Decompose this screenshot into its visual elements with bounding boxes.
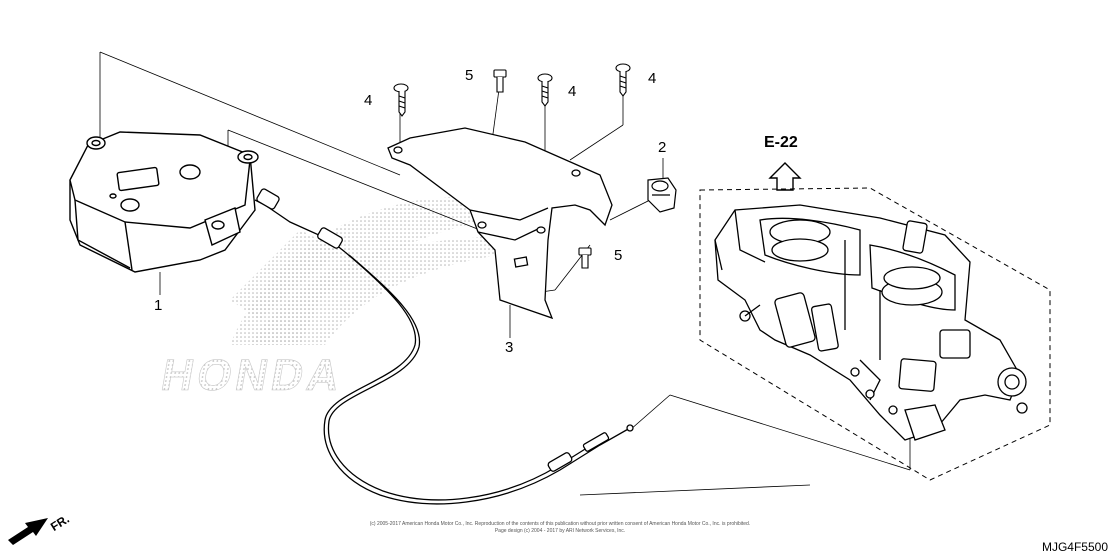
diagram-code: MJG4F5500	[1041, 540, 1108, 554]
callout-part-3: 3	[505, 339, 514, 356]
honda-watermark-text: HONDA	[157, 351, 347, 400]
bracket-part-3	[387, 127, 613, 320]
callout-part-4-left: 4	[364, 92, 373, 109]
callout-part-4-right: 4	[648, 70, 657, 87]
reference-label[interactable]: E-22	[764, 134, 798, 151]
throttle-body	[714, 204, 1028, 441]
reference-arrow	[768, 162, 802, 191]
throttle-body-dashed-outline	[699, 187, 1051, 481]
control-unit-part-1	[69, 131, 259, 273]
callout-part-2: 2	[658, 139, 667, 156]
callout-part-5-bottom: 5	[614, 247, 623, 264]
callout-part-5-top: 5	[465, 67, 474, 84]
screw-part-4	[393, 63, 631, 117]
copyright-line-2: Page design (c) 2004 - 2017 by ARI Netwo…	[494, 528, 626, 534]
callout-part-4-center: 4	[568, 83, 577, 100]
callout-part-1: 1	[154, 297, 163, 314]
copyright-notice: (c) 2005-2017 American Honda Motor Co., …	[300, 521, 820, 535]
honda-wing-watermark	[230, 190, 520, 345]
copyright-line-1: (c) 2005-2017 American Honda Motor Co., …	[369, 521, 751, 527]
bolt-part-5	[493, 69, 592, 269]
clip-part-2	[647, 177, 677, 213]
front-arrow-icon	[8, 518, 48, 545]
throttle-cable	[254, 188, 634, 505]
